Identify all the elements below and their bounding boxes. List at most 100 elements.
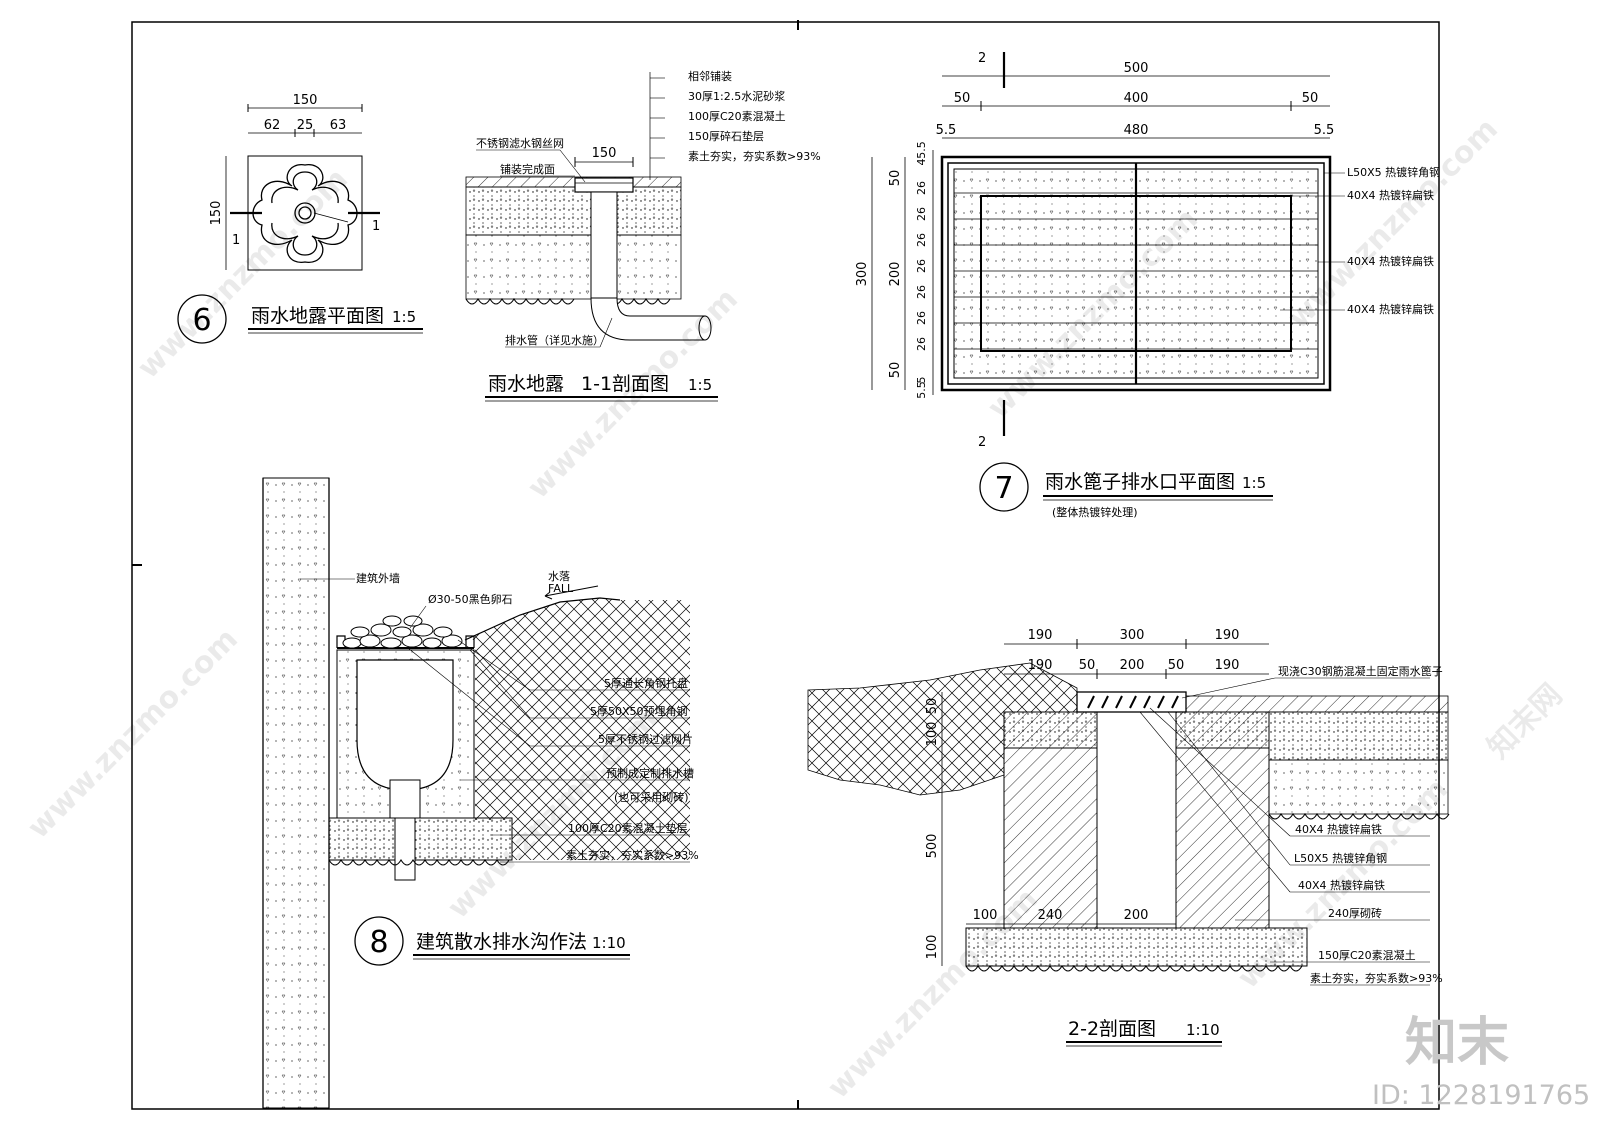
detail-2-2-section: 190 300 190 190 50 200 50 190 100 240 20…: [807, 628, 1450, 1047]
d7-note-3: 40X4 热镀锌扁铁: [1347, 302, 1434, 316]
svg-text:26: 26: [915, 311, 928, 325]
d8-number: 8: [369, 925, 388, 960]
d6-dim-a: 62: [264, 118, 281, 133]
d7-bar-dims: 26 26 26 26 26 26 26: [915, 181, 928, 351]
d22-top2-4: 190: [1215, 658, 1240, 673]
d11-scale: 1:5: [688, 376, 712, 394]
d6-title: 雨水地露平面图: [251, 305, 384, 327]
d22-note-5: 150厚C20素混凝土: [1318, 948, 1416, 962]
d7-dim-b1: 5: [915, 377, 928, 384]
d22-note-2: L50X5 热镀锌角钢: [1294, 851, 1387, 865]
d22-top2-1: 50: [1079, 658, 1096, 673]
svg-text:26: 26: [915, 233, 928, 247]
svg-text:26: 26: [915, 259, 928, 273]
d11-note-1: 30厚1:2.5水泥砂浆: [688, 89, 785, 103]
d22-top1-1: 300: [1120, 628, 1145, 643]
d22-note-1: 40X4 热镀锌扁铁: [1295, 822, 1382, 836]
d7-dim-e1: 5.5: [936, 123, 957, 138]
d8-note-3: 5厚通长角钢托盘: [604, 676, 688, 690]
d7-section-mark-bottom: 2: [978, 435, 986, 450]
watermark-brand: 知末: [1405, 1013, 1509, 1073]
d7-title: 雨水篦子排水口平面图: [1045, 471, 1235, 493]
d8-note-7: (也可采用砌砖): [614, 790, 689, 804]
d7-dim-mid-h: 200: [888, 262, 903, 287]
d7-note-0: L50X5 热镀锌角钢: [1347, 165, 1440, 179]
d11-note-2: 100厚C20素混凝土: [688, 109, 786, 123]
watermark-text: www.znzmo.com: [21, 622, 245, 846]
d7-note-2: 40X4 热镀锌扁铁: [1347, 254, 1434, 268]
svg-text:26: 26: [915, 207, 928, 221]
drain-cover-ornament: [252, 164, 358, 263]
d11-title2: 1-1剖面图: [581, 373, 669, 395]
d7-dim-left: 50: [954, 91, 971, 106]
watermark-text: 知末网: [1481, 677, 1569, 765]
d7-dim-top: 50: [888, 170, 903, 187]
watermark-text: www.znzmo.com: [821, 882, 1045, 1106]
d22-note-4: 240厚砌砖: [1328, 906, 1382, 920]
d8-number-circle: [354, 916, 404, 966]
d8-note-fall-cn: 水落: [548, 570, 570, 583]
d22-top2-3: 50: [1168, 658, 1185, 673]
d22-top2-2: 200: [1120, 658, 1145, 673]
watermark-text: www.znzmo.com: [131, 162, 355, 386]
svg-text:26: 26: [915, 337, 928, 351]
d22-bottom-1: 240: [1038, 908, 1063, 923]
d8-note-wall: 建筑外墙: [356, 571, 400, 585]
d11-note-0: 相邻铺装: [688, 70, 732, 83]
d7-dim-b2: 5.5: [915, 381, 928, 399]
d8-note-4: 5厚50X50预埋角钢: [590, 705, 688, 718]
d7-section-mark-top: 2: [978, 51, 986, 66]
d11-left-note-0: 不锈钢滤水钢丝网: [476, 137, 564, 150]
d7-scale: 1:5: [1242, 474, 1266, 492]
d7-dim-overall-h: 300: [855, 262, 870, 287]
d11-title: 雨水地露: [488, 373, 564, 395]
d22-top1-2: 190: [1215, 628, 1240, 643]
d6-section-mark-left: 1: [232, 233, 240, 248]
detail-6-plan: 150 62 25 63 150 1 1 6 雨水地露平面图 1:5: [177, 93, 423, 344]
d8-note-6: 预制成定制排水槽: [606, 766, 694, 780]
d22-left-1: 100: [925, 722, 940, 747]
d8-note-pebbles: Ø30-50黑色卵石: [428, 592, 513, 606]
d8-scale: 1:10: [592, 934, 626, 952]
d22-scale: 1:10: [1186, 1021, 1220, 1039]
d11-dim-width: 150: [592, 146, 617, 161]
pebbles: [342, 615, 463, 649]
d7-note-1: 40X4 热镀锌扁铁: [1347, 188, 1434, 202]
d6-dim-overall: 150: [293, 93, 318, 108]
d7-dim-inner: 480: [1124, 123, 1149, 138]
d11-note-4: 素土夯实，夯实系数>93%: [688, 149, 821, 163]
d7-number-circle: [979, 462, 1029, 512]
d7-dim-t1: 4: [915, 159, 928, 166]
d7-subtitle: (整体热镀锌处理): [1052, 505, 1138, 519]
d22-bottom-2: 200: [1124, 908, 1149, 923]
detail-1-1-section: 150 相邻铺装 30厚1:2.5水泥砂浆 100厚C20素混凝土 150厚碎石…: [465, 70, 821, 402]
d7-dim-t2: 5.5: [915, 141, 928, 159]
d6-dim-b: 25: [297, 118, 314, 133]
d7-dim-e2: 5.5: [1314, 123, 1335, 138]
d6-dim-c: 63: [330, 118, 347, 133]
d22-left-2: 500: [925, 834, 940, 859]
watermark-id: ID: 1228191765: [1372, 1080, 1590, 1111]
svg-text:26: 26: [915, 181, 928, 195]
svg-text:26: 26: [915, 285, 928, 299]
d6-number-circle: [177, 294, 227, 344]
detail-7-plan: 2 2 500 50 400 50 5.5 480 5.5 300 50 200…: [855, 51, 1440, 519]
d22-top2-0: 190: [1028, 658, 1053, 673]
d7-dim-bottom: 50: [888, 362, 903, 379]
d22-left-3: 100: [925, 935, 940, 960]
d8-note-8: 100厚C20素混凝土垫层: [568, 821, 688, 835]
d11-note-3: 150厚碎石垫层: [688, 129, 764, 143]
d7-number: 7: [994, 471, 1013, 506]
d11-pipe-note: 排水管（详见水施）: [505, 333, 604, 347]
d8-note-9: 素土夯实，夯实系数>93%: [566, 848, 699, 862]
d22-note-0: 现浇C30钢筋混凝土固定雨水篦子: [1278, 664, 1443, 678]
d8-note-5: 5厚不锈钢过滤网片: [598, 733, 693, 746]
d22-left-0: 50: [925, 698, 940, 715]
d7-dim-right: 50: [1302, 91, 1319, 106]
d8-title: 建筑散水排水沟作法: [416, 931, 587, 953]
d6-scale: 1:5: [392, 308, 416, 326]
d11-left-note-1: 铺装完成面: [500, 162, 555, 176]
d6-section-mark-right: 1: [372, 219, 380, 234]
d22-top1-0: 190: [1028, 628, 1053, 643]
